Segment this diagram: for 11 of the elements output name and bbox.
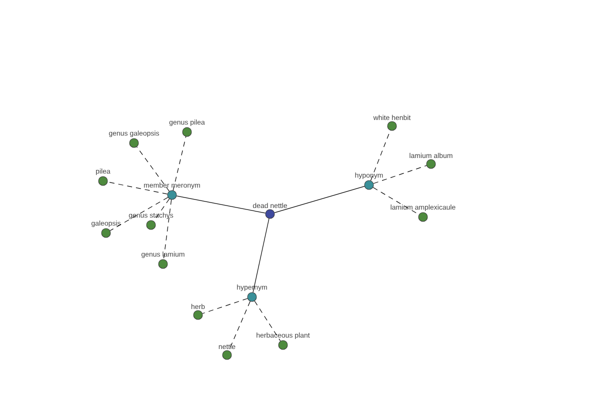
connector-line [136,146,170,192]
connector-line [107,182,168,194]
connector-line [163,199,172,260]
connector-line [202,298,248,314]
connector-line [176,196,266,214]
connector-line [172,136,186,191]
connector-line [254,300,281,342]
connector-line [110,197,168,231]
connector-line [274,186,365,213]
connector-line [373,165,427,184]
connector-line [252,218,270,293]
